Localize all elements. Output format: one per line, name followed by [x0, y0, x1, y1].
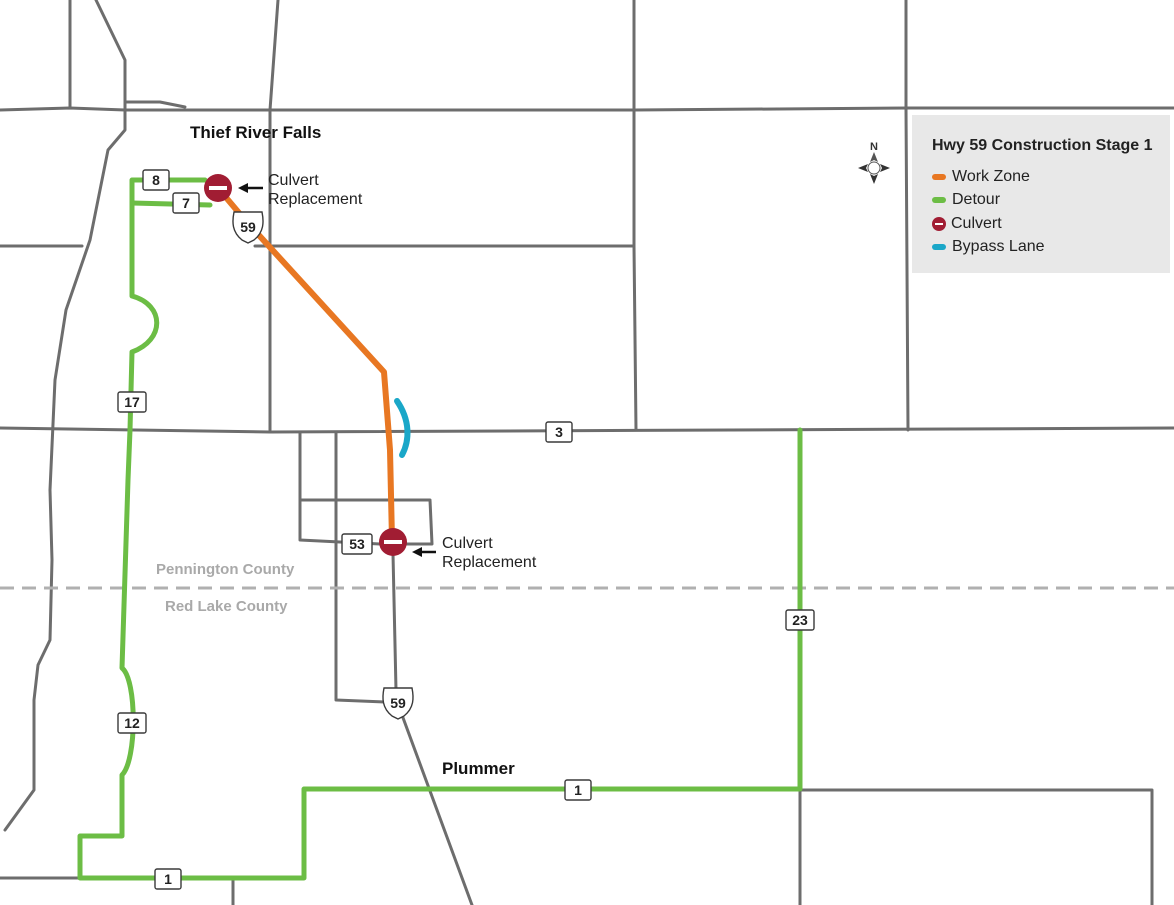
svg-text:23: 23: [792, 612, 808, 628]
legend-label: Culvert: [951, 215, 1002, 232]
svg-text:59: 59: [240, 219, 256, 235]
culvert-south-icon: [379, 528, 407, 556]
arrow-left-icon: [238, 183, 263, 193]
route-shield-12: 12: [117, 712, 147, 734]
detour-route: [77, 177, 803, 881]
svg-text:1: 1: [164, 871, 172, 887]
route-shield-53: 53: [341, 533, 373, 555]
culvert-north-icon: [204, 174, 232, 202]
culvert-south-label: Culvert: [442, 535, 493, 552]
culvert-north-label: Culvert: [268, 172, 319, 189]
route-shield-1: 1: [154, 868, 182, 890]
svg-text:53: 53: [349, 536, 365, 552]
legend-label: Detour: [952, 191, 1001, 208]
work-zone-route: [215, 185, 395, 543]
arrow-left-icon: [412, 547, 436, 557]
svg-text:N: N: [870, 141, 878, 153]
svg-text:17: 17: [124, 394, 140, 410]
route-shield-23: 23: [785, 609, 815, 631]
route-shield-17: 17: [117, 391, 147, 413]
svg-text:3: 3: [555, 424, 563, 440]
culvert-icon: [932, 217, 946, 231]
svg-text:8: 8: [152, 172, 160, 188]
legend-title: Hwy 59 Construction Stage 1: [932, 137, 1153, 154]
legend-label: Bypass Lane: [952, 238, 1045, 255]
us-route-shield-59: 59: [232, 211, 264, 244]
route-shield-8: 8: [142, 169, 170, 191]
route-shield-7: 7: [172, 192, 200, 214]
svg-text:1: 1: [574, 782, 582, 798]
culvert-south-label: Replacement: [442, 554, 537, 571]
legend-label: Work Zone: [952, 168, 1030, 185]
bypass-lane: [394, 398, 411, 458]
orange-line-icon: [932, 174, 946, 180]
map-legend: Hwy 59 Construction Stage 1 Work Zone De…: [912, 115, 1170, 273]
route-shield-3: 3: [545, 421, 573, 443]
culvert-north-label: Replacement: [268, 191, 363, 208]
county-label-pennington: Pennington County: [156, 561, 295, 578]
svg-text:7: 7: [182, 195, 190, 211]
legend-item-bypass-lane: Bypass Lane: [932, 237, 1045, 257]
city-label-thief-river-falls: Thief River Falls: [190, 123, 321, 142]
svg-text:12: 12: [124, 715, 140, 731]
route-shield-1: 1: [564, 779, 592, 801]
legend-item-culvert: Culvert: [932, 214, 1002, 234]
svg-text:59: 59: [390, 695, 406, 711]
green-line-icon: [932, 197, 946, 203]
legend-item-work-zone: Work Zone: [932, 167, 1030, 187]
legend-item-detour: Detour: [932, 190, 1000, 210]
city-label-plummer: Plummer: [442, 759, 515, 778]
county-label-red-lake: Red Lake County: [165, 598, 288, 615]
us-route-shield-59: 59: [382, 687, 414, 720]
blue-line-icon: [932, 244, 946, 250]
compass-rose-icon: N: [858, 141, 890, 184]
